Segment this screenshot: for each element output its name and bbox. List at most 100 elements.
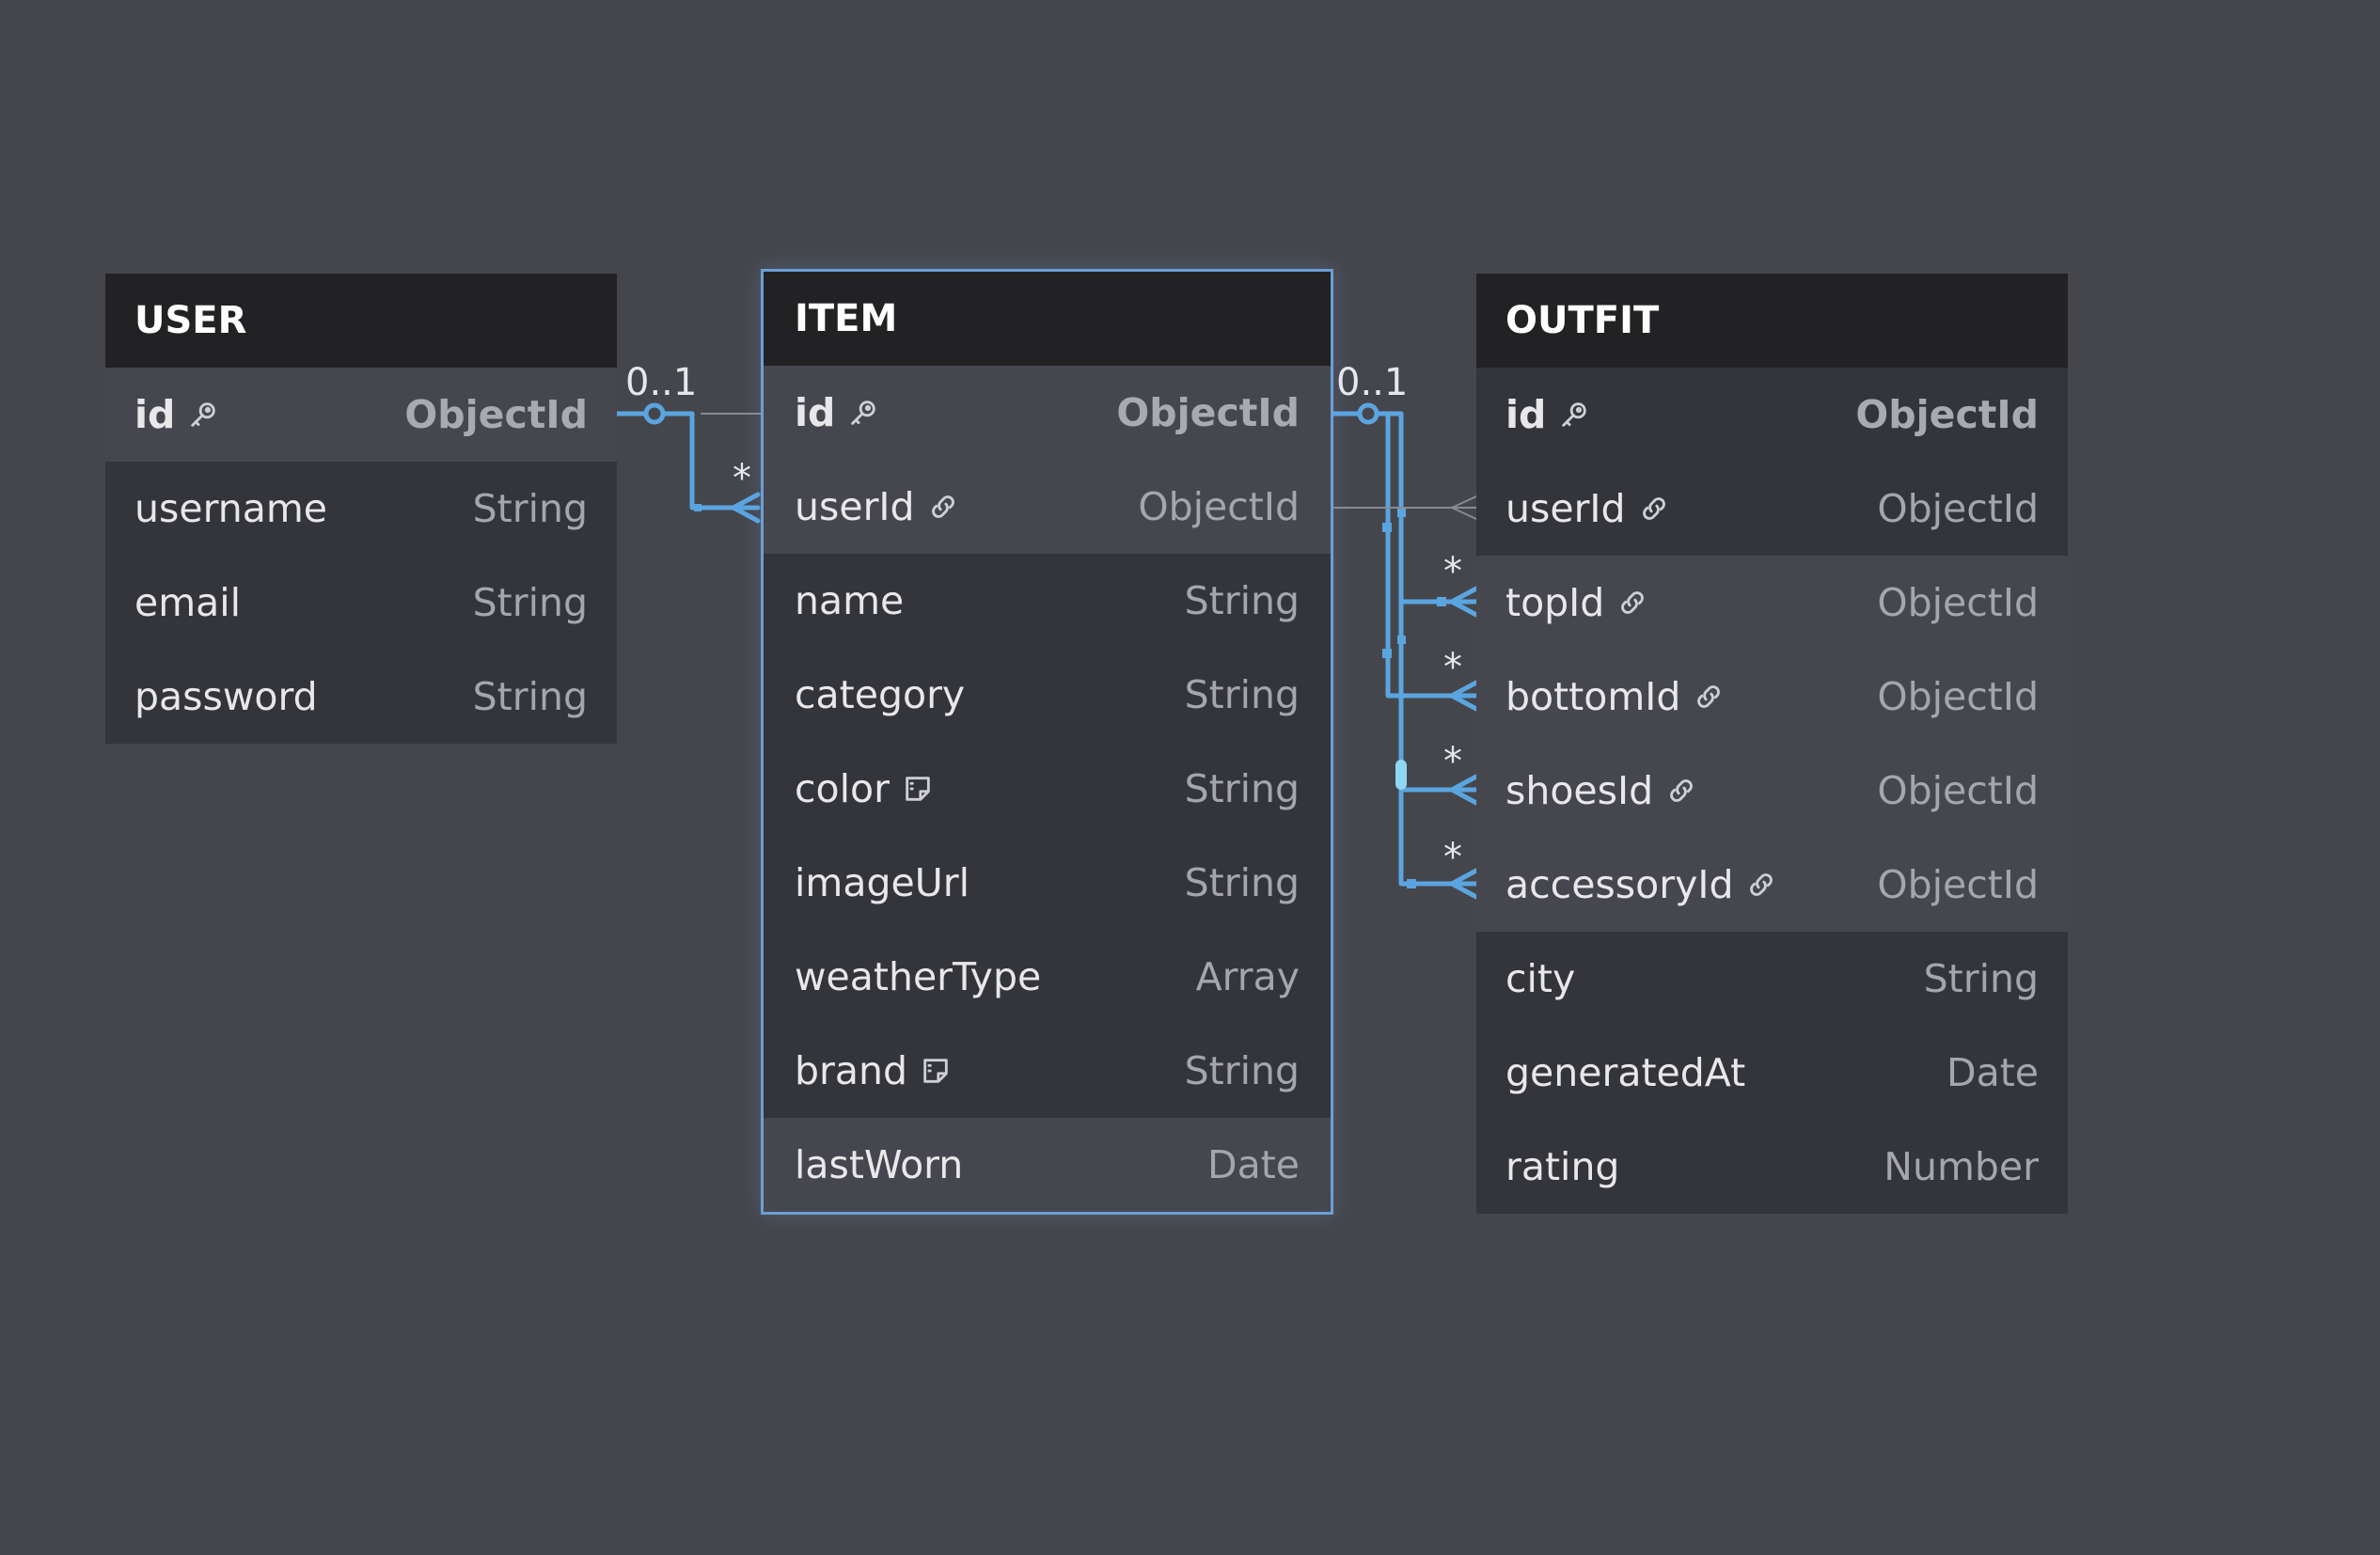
key-icon	[186, 398, 220, 432]
field-type: ObjectId	[1877, 486, 2039, 531]
field-name: password	[134, 674, 318, 719]
item-field-category[interactable]: category String	[764, 648, 1331, 742]
field-name: weatherType	[795, 954, 1042, 999]
user-field-username[interactable]: username String	[105, 462, 617, 556]
field-type: ObjectId	[1877, 580, 2039, 625]
item-field-lastworn[interactable]: lastWorn Date	[764, 1118, 1331, 1212]
connector-joint	[1382, 649, 1392, 658]
field-name: username	[134, 486, 327, 531]
field-type: Date	[1947, 1050, 2039, 1095]
link-icon	[1744, 868, 1778, 902]
field-name: accessoryId	[1505, 862, 1734, 907]
user-field-email[interactable]: email String	[105, 556, 617, 650]
field-name: id	[134, 392, 176, 437]
item-table-header[interactable]: ITEM	[764, 272, 1331, 366]
outfit-field-shoesid[interactable]: shoesId ObjectId	[1476, 744, 2068, 838]
user-field-password[interactable]: password String	[105, 650, 617, 744]
zero-circle-marker	[643, 402, 666, 425]
link-icon	[1616, 586, 1649, 620]
outfit-table[interactable]: OUTFIT id ObjectId userId ObjectId topId…	[1476, 274, 2068, 1214]
outfit-field-accessoryid[interactable]: accessoryId ObjectId	[1476, 838, 2068, 932]
field-name: shoesId	[1505, 768, 1654, 813]
outfit-table-title: OUTFIT	[1505, 299, 1660, 342]
field-name: category	[795, 672, 966, 717]
field-type: String	[1923, 956, 2039, 1001]
field-name: color	[795, 766, 890, 811]
field-name: topId	[1505, 580, 1605, 625]
field-type: Array	[1195, 954, 1300, 999]
item-field-id[interactable]: id ObjectId	[764, 366, 1331, 460]
user-table[interactable]: USER id ObjectId username String email S…	[105, 274, 617, 744]
outfit-field-rating[interactable]: rating Number	[1476, 1120, 2068, 1214]
field-type: ObjectId	[1877, 862, 2039, 907]
outfit-field-generatedat[interactable]: generatedAt Date	[1476, 1026, 2068, 1120]
field-name: email	[134, 580, 242, 625]
connector-joint	[1397, 636, 1406, 644]
connector-joint	[1382, 523, 1392, 532]
user-table-header[interactable]: USER	[105, 274, 617, 368]
outfit-table-header[interactable]: OUTFIT	[1476, 274, 2068, 368]
field-type: ObjectId	[1877, 768, 2039, 813]
cardinality-many-bottomid: *	[1443, 646, 1462, 689]
field-name: name	[795, 578, 905, 623]
cardinality-many-topid: *	[1443, 550, 1462, 593]
link-icon	[926, 490, 960, 524]
link-icon	[1637, 492, 1671, 526]
key-icon	[846, 396, 880, 430]
field-name: lastWorn	[795, 1142, 964, 1187]
cardinality-many-shoesid: *	[1443, 740, 1462, 783]
outfit-field-bottomid[interactable]: bottomId ObjectId	[1476, 650, 2068, 744]
field-name: generatedAt	[1505, 1050, 1746, 1095]
field-type: Number	[1884, 1144, 2039, 1189]
field-name: city	[1505, 956, 1576, 1001]
connector-joint	[1437, 597, 1446, 606]
connector-joint	[1407, 879, 1416, 888]
outfit-field-id[interactable]: id ObjectId	[1476, 368, 2068, 462]
field-name: brand	[795, 1048, 908, 1093]
field-type: String	[1184, 1048, 1300, 1093]
field-type: String	[1184, 672, 1300, 717]
field-name: imageUrl	[795, 860, 969, 905]
item-table-title: ITEM	[795, 297, 898, 340]
field-type: String	[472, 674, 588, 719]
field-type: String	[1184, 578, 1300, 623]
field-type: ObjectId	[1877, 674, 2039, 719]
cardinality-many-accessoryid: *	[1443, 836, 1462, 879]
field-name: id	[795, 390, 836, 435]
cardinality-many-user-item: *	[733, 457, 751, 500]
cardinality-one-user-item: 0..1	[625, 361, 698, 404]
field-name: userId	[1505, 486, 1626, 531]
user-table-title: USER	[134, 299, 247, 342]
key-icon	[1557, 398, 1591, 432]
item-field-color[interactable]: color String	[764, 742, 1331, 836]
crowfoot-marker	[1451, 495, 1477, 520]
field-name: rating	[1505, 1144, 1620, 1189]
item-table[interactable]: ITEM id ObjectId userId ObjectId name St…	[761, 269, 1333, 1215]
field-name: bottomId	[1505, 674, 1681, 719]
field-type: ObjectId	[1855, 392, 2039, 437]
outfit-field-topid[interactable]: topId ObjectId	[1476, 556, 2068, 650]
field-type: ObjectId	[1116, 390, 1300, 435]
connector-joint	[1397, 509, 1406, 517]
field-name: id	[1505, 392, 1547, 437]
outfit-field-city[interactable]: city String	[1476, 932, 2068, 1026]
drag-handle	[1395, 760, 1407, 790]
outfit-field-userid[interactable]: userId ObjectId	[1476, 462, 2068, 556]
field-type: ObjectId	[404, 392, 588, 437]
item-field-imageurl[interactable]: imageUrl String	[764, 836, 1331, 930]
user-field-id[interactable]: id ObjectId	[105, 368, 617, 462]
link-icon	[1664, 774, 1698, 808]
item-field-brand[interactable]: brand String	[764, 1024, 1331, 1118]
field-name: userId	[795, 484, 915, 529]
cardinality-one-item-outfit: 0..1	[1336, 361, 1409, 404]
item-field-userid[interactable]: userId ObjectId	[764, 460, 1331, 554]
note-icon[interactable]	[919, 1054, 953, 1088]
field-type: String	[472, 580, 588, 625]
note-icon[interactable]	[901, 772, 935, 806]
field-type: String	[1184, 766, 1300, 811]
item-field-weathertype[interactable]: weatherType Array	[764, 930, 1331, 1024]
outfit-bottomid-connector	[1385, 411, 1479, 699]
zero-circle-marker	[1357, 402, 1379, 425]
item-field-name[interactable]: name String	[764, 554, 1331, 648]
field-type: ObjectId	[1138, 484, 1300, 529]
